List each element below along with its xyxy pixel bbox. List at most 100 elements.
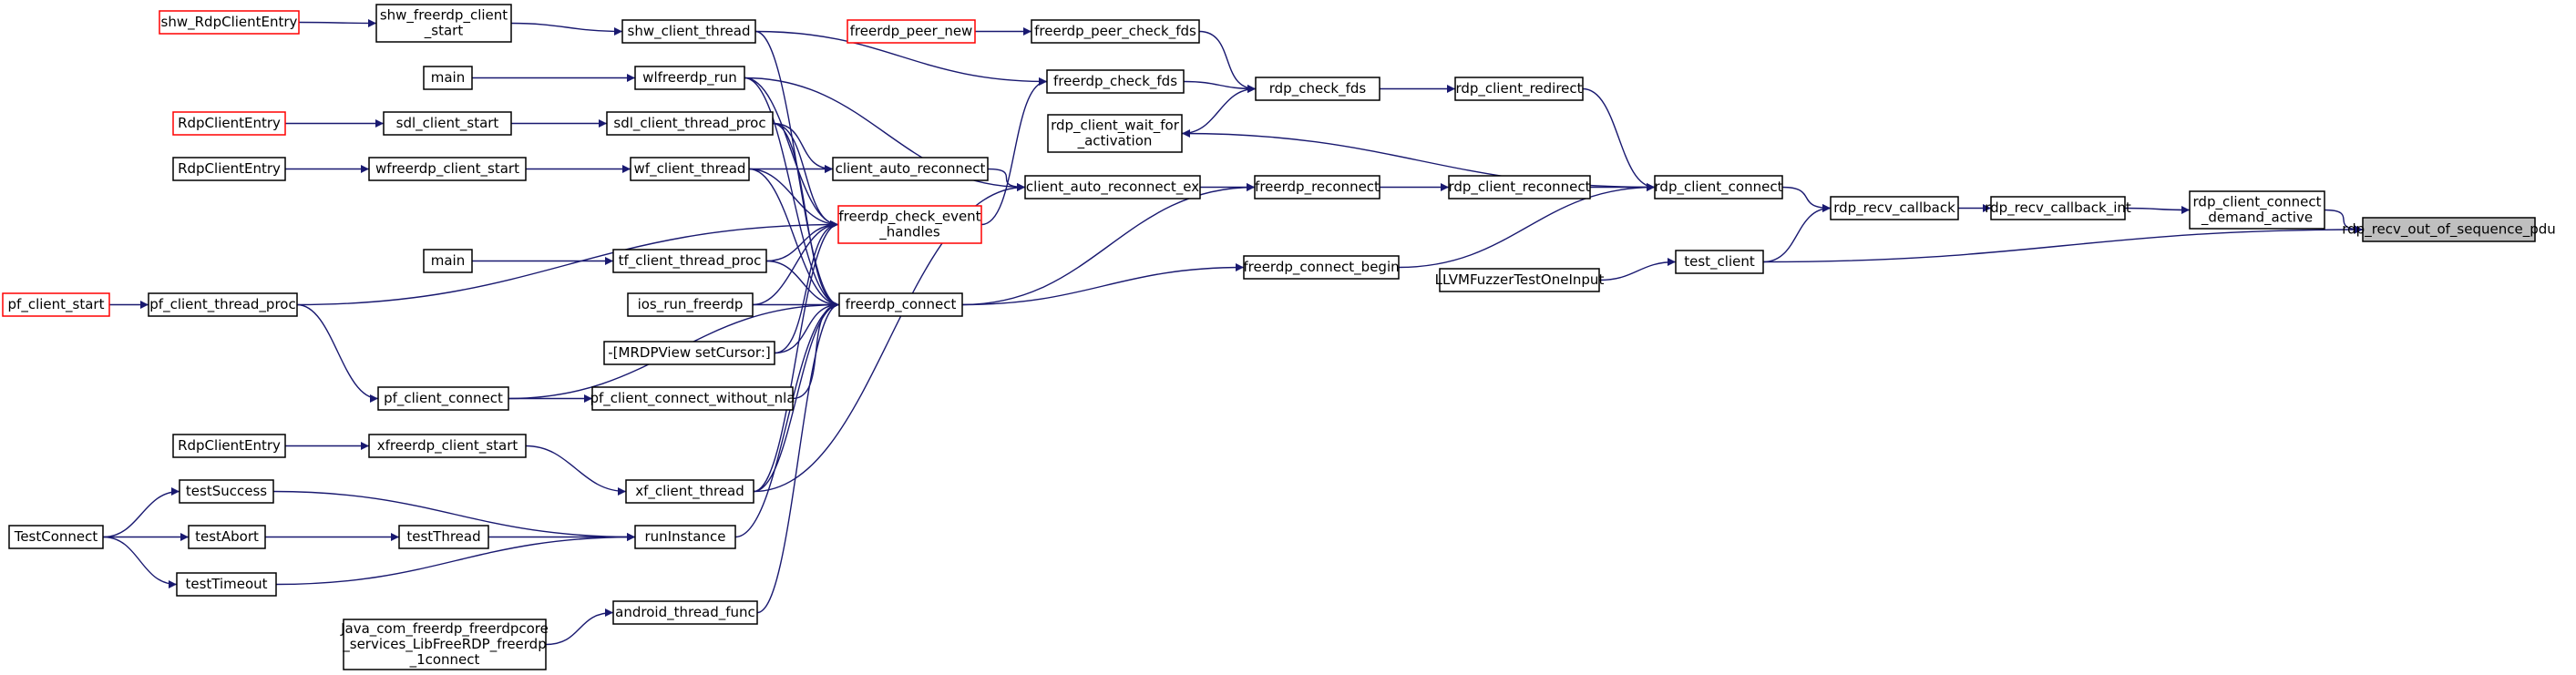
node-main2[interactable]: main	[423, 249, 473, 273]
edge-llvm-to-testclient	[1598, 258, 1677, 281]
node-shwstart[interactable]: shw_freerdp_client_start	[375, 4, 512, 43]
node-sdlstart[interactable]: sdl_client_start	[383, 111, 512, 136]
node-xfstart[interactable]: xfreerdp_client_start	[368, 434, 527, 458]
node-llvm[interactable]: LLVMFuzzerTestOneInput	[1435, 268, 1605, 292]
node-label: freerdp_connect	[846, 296, 957, 313]
node-fconnect[interactable]: freerdp_connect	[838, 292, 963, 317]
node-wfstart[interactable]: wfreerdp_client_start	[368, 157, 527, 181]
edge-sdlproc-to-fcheh	[772, 122, 839, 229]
edge-path	[1598, 258, 1677, 281]
node-box	[625, 479, 754, 504]
node-pfnonla[interactable]: pf_client_connect_without_nla	[590, 386, 795, 411]
node-pfproc[interactable]: pf_client_thread_proc	[148, 292, 298, 317]
edge-testclient-to-focus	[1762, 225, 2364, 263]
node-label: pf_client_connect_without_nla	[590, 390, 795, 407]
node-java[interactable]: Java_com_freerdp_freerdpcore_services_Li…	[340, 619, 549, 670]
edge-testconnect-to-testsuccess	[102, 487, 180, 538]
node-label: LLVMFuzzerTestOneInput	[1435, 271, 1605, 288]
node-box	[832, 157, 989, 181]
node-label: rdp_client_connect	[2193, 194, 2322, 211]
node-shwentry[interactable]: shw_RdpClientEntry	[159, 10, 300, 35]
node-box	[630, 157, 750, 181]
node-box	[159, 10, 300, 35]
node-fcheckfds[interactable]: freerdp_check_fds	[1046, 69, 1185, 94]
node-testconnect[interactable]: TestConnect	[8, 525, 104, 549]
node-fcheh[interactable]: freerdp_check_event_handles	[837, 205, 982, 244]
edge-tfproc-to-fconnect	[765, 260, 840, 309]
node-pfstart[interactable]: pf_client_start	[2, 292, 110, 317]
node-box	[606, 111, 774, 136]
node-testclient[interactable]: test_client	[1675, 250, 1764, 274]
node-ios[interactable]: ios_run_freerdp	[627, 292, 754, 317]
node-box	[1046, 69, 1185, 94]
node-label: xfreerdp_client_start	[377, 437, 518, 455]
edge-wlrun-to-fconnect	[744, 77, 840, 309]
node-testsuccess[interactable]: testSuccess	[179, 479, 274, 504]
node-box	[343, 619, 547, 670]
edge-path	[961, 183, 1256, 306]
node-label: pf_client_start	[8, 296, 105, 313]
node-wfthread[interactable]: wf_client_thread	[630, 157, 750, 181]
edge-waitact-to-checkfds	[1181, 85, 1257, 135]
node-peercheck[interactable]: freerdp_peer_check_fds	[1031, 19, 1200, 44]
node-box	[2, 292, 110, 317]
edge-testclient-to-rcb	[1762, 204, 1832, 263]
edge-path	[753, 301, 840, 493]
node-label: rdp_client_wait_for	[1051, 118, 1180, 135]
edge-path	[1398, 183, 1656, 269]
node-rcb[interactable]: rdp_recv_callback	[1830, 196, 1959, 220]
node-pfconnect[interactable]: pf_client_connect	[377, 386, 509, 411]
node-car[interactable]: client_auto_reconnect	[832, 157, 989, 181]
node-box	[1675, 250, 1764, 274]
node-main1[interactable]: main	[423, 66, 473, 90]
node-xfentry[interactable]: RdpClientEntry	[172, 434, 286, 458]
node-label: sdl_client_thread_proc	[613, 115, 765, 132]
node-testthread[interactable]: testThread	[398, 525, 489, 549]
node-sdlproc[interactable]: sdl_client_thread_proc	[606, 111, 774, 136]
node-wlrun[interactable]: wlfreerdp_run	[634, 66, 745, 90]
node-label: freerdp_peer_check_fds	[1034, 23, 1196, 40]
edge-shwthread-to-fcheckfds	[754, 30, 1048, 86]
node-tfproc[interactable]: tf_client_thread_proc	[612, 249, 767, 273]
node-redirect[interactable]: rdp_client_redirect	[1454, 77, 1584, 101]
node-carex[interactable]: client_auto_reconnect_ex	[1024, 175, 1201, 199]
edge-path	[753, 183, 1026, 493]
node-label: sdl_client_start	[396, 115, 499, 132]
node-label: rdp_recv_callback	[1833, 199, 1955, 217]
node-box	[1654, 175, 1783, 199]
edge-path	[525, 445, 627, 496]
edge-shwentry-to-shwstart	[298, 18, 377, 27]
node-label: pf_client_connect	[384, 390, 503, 407]
node-shwthread[interactable]: shw_client_thread	[621, 19, 756, 44]
node-box	[179, 479, 274, 504]
node-xfthread[interactable]: xf_client_thread	[625, 479, 754, 504]
node-rcbi[interactable]: rdp_recv_callback_int	[1985, 196, 2131, 220]
node-sdlentry[interactable]: RdpClientEntry	[172, 111, 286, 136]
node-fbegin[interactable]: freerdp_connect_begin	[1243, 255, 1400, 280]
node-mrdp[interactable]: -[MRDPView setCursor:]	[603, 341, 775, 365]
node-freconnect[interactable]: freerdp_reconnect	[1254, 175, 1380, 199]
edge-path	[753, 220, 839, 493]
node-reconnect[interactable]: rdp_client_reconnect	[1448, 175, 1591, 199]
node-runinst[interactable]: runInstance	[634, 525, 736, 549]
node-waitact[interactable]: rdp_client_wait_for_activation	[1047, 114, 1183, 153]
node-testabort[interactable]: testAbort	[188, 525, 266, 549]
node-testtimeout[interactable]: testTimeout	[176, 572, 277, 597]
node-checkfds[interactable]: rdp_check_fds	[1255, 77, 1380, 101]
node-box	[368, 434, 527, 458]
node-focus[interactable]: rdp_recv_out_of_sequence_pdu	[2342, 217, 2556, 242]
node-box	[172, 111, 286, 136]
node-demand[interactable]: rdp_client_connect_demand_active	[2189, 190, 2325, 230]
node-rcc[interactable]: rdp_client_connect	[1654, 175, 1783, 199]
edge-wfthread-to-fcheh	[748, 168, 839, 229]
node-android[interactable]: android_thread_func	[612, 600, 758, 625]
node-wfentry[interactable]: RdpClientEntry	[172, 157, 286, 181]
node-label: testThread	[406, 528, 480, 545]
edge-ios-to-fcheh	[752, 220, 839, 306]
node-label: RdpClientEntry	[178, 115, 281, 131]
node-label: freerdp_peer_new	[850, 23, 973, 40]
node-box	[634, 66, 745, 90]
node-peernew[interactable]: freerdp_peer_new	[847, 19, 976, 44]
node-box	[148, 292, 298, 317]
edge-path	[298, 18, 377, 27]
